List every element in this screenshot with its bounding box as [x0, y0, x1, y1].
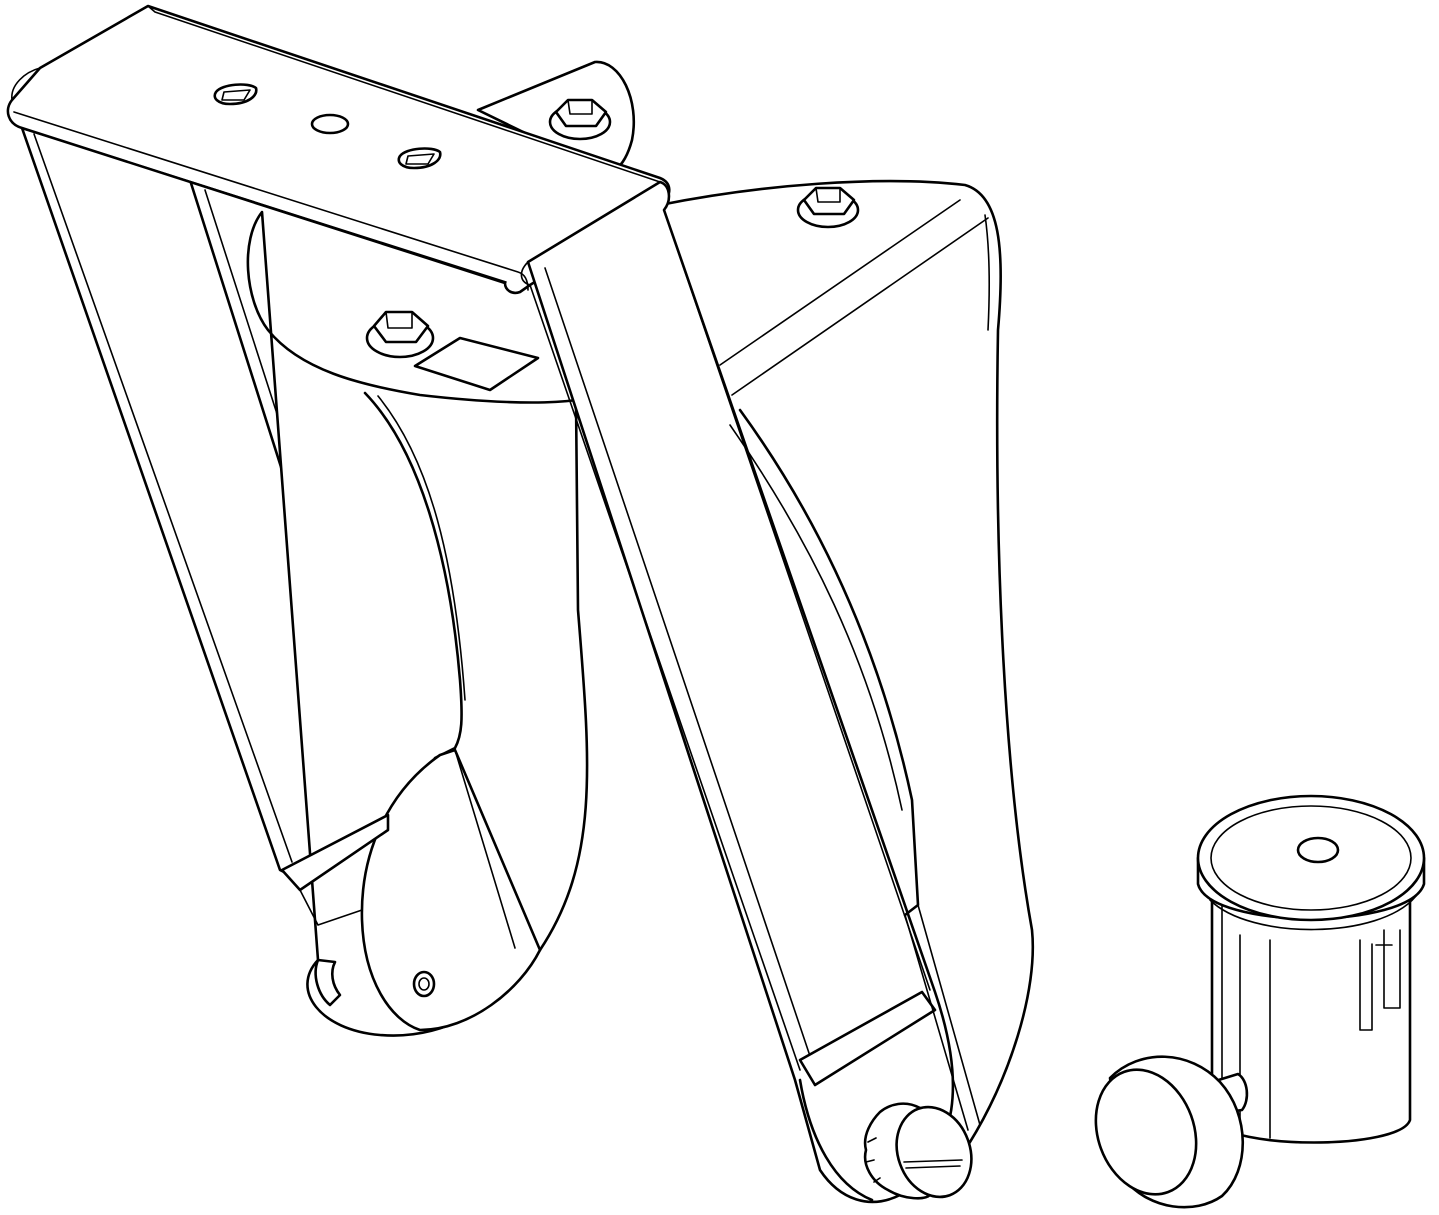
- left-inner-plate: [246, 210, 589, 1037]
- label-patch: [413, 336, 540, 392]
- top-plate: [6, 4, 671, 295]
- bolt-top-rear: [548, 98, 612, 141]
- clamp-adapter: [1094, 794, 1426, 1209]
- round-hole: [310, 113, 350, 135]
- right-arm: [520, 180, 981, 1204]
- rear-plate: [658, 179, 1035, 1162]
- slot-hole-1: [213, 83, 258, 106]
- bolt-right-top: [796, 186, 860, 229]
- arm-knob: [863, 1102, 973, 1200]
- slot-hole-2: [397, 147, 442, 170]
- bolt-left-plate: [365, 310, 435, 359]
- adapter-center-hole: [1296, 836, 1340, 864]
